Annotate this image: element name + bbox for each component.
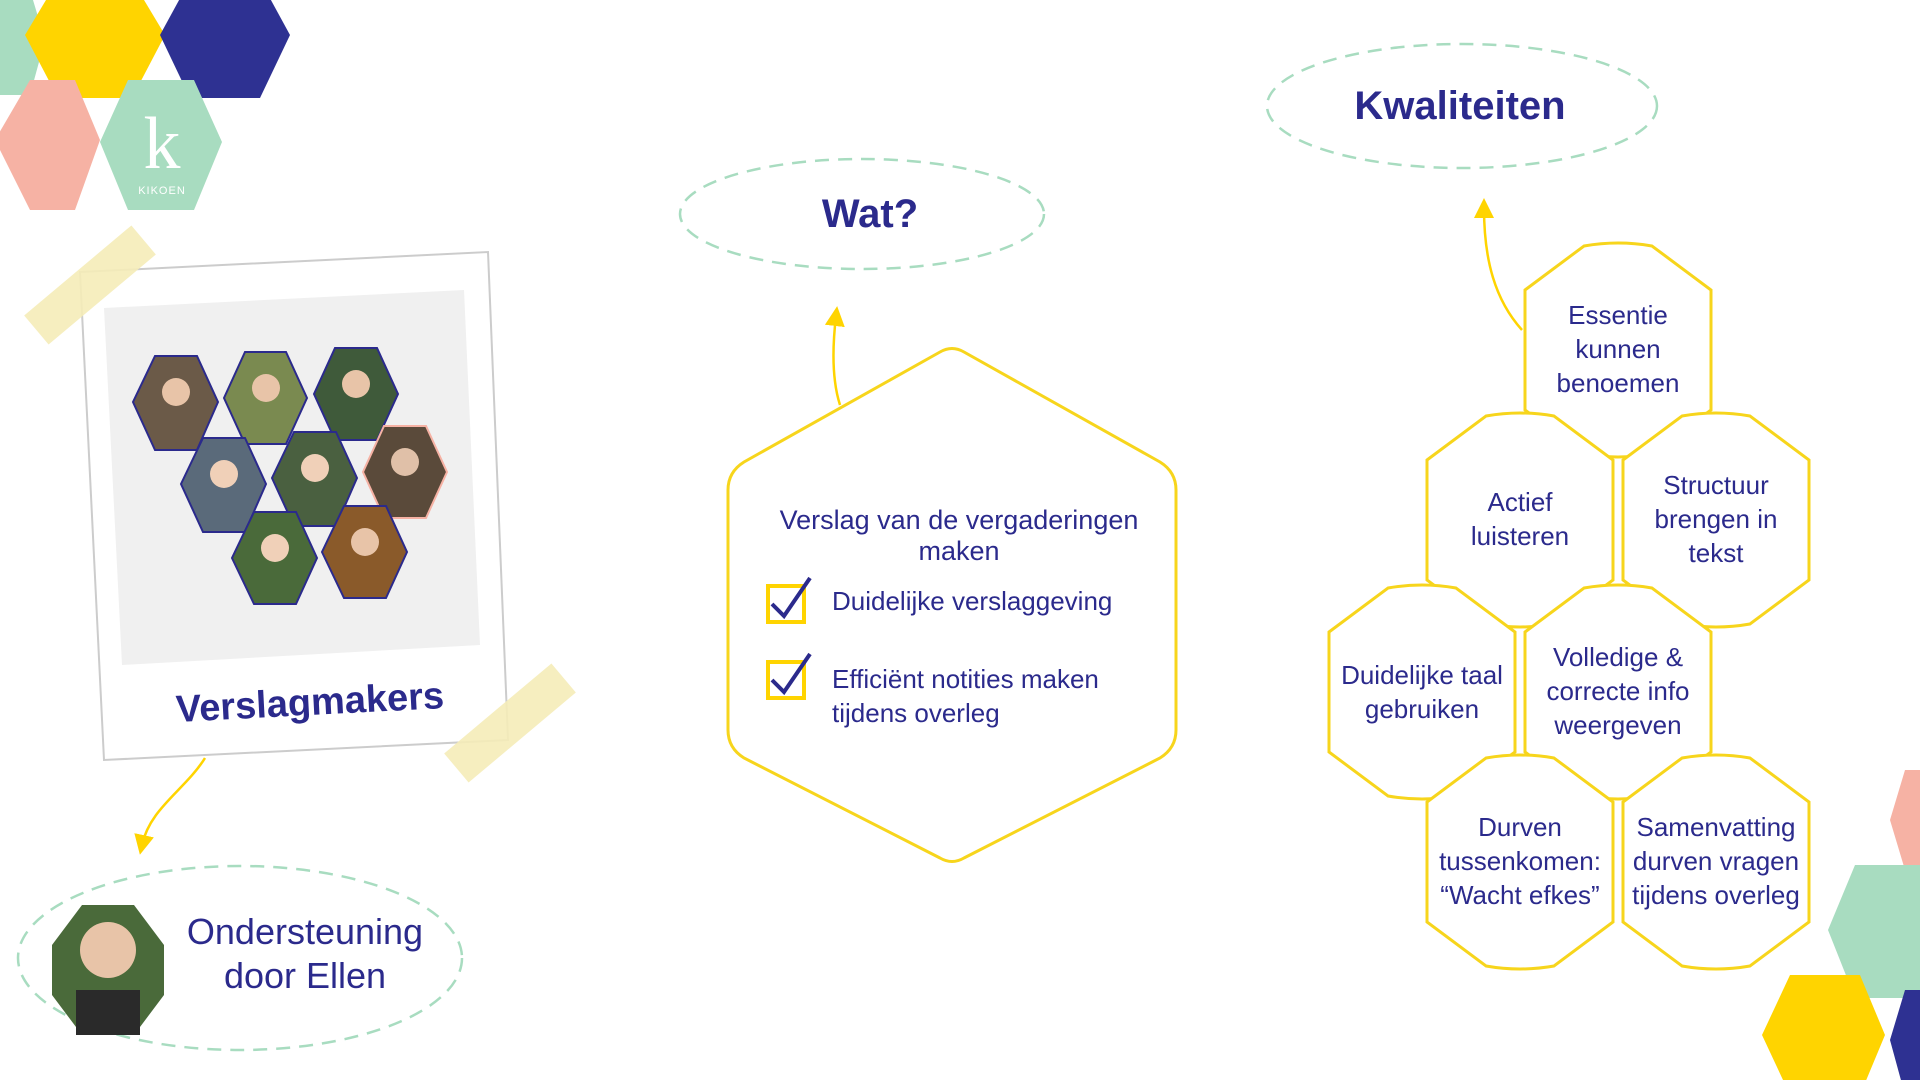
quality-hex-label: Duidelijke taal gebruiken (1329, 658, 1515, 726)
deco-hex-mint (1828, 865, 1920, 998)
deco-hex-navy (160, 0, 290, 98)
quality-line: “Wacht efkes” (1440, 880, 1600, 910)
wat-main-task: Verslag van de vergaderingen maken (779, 505, 1139, 566)
kwaliteiten-title: Kwaliteiten (1354, 84, 1566, 128)
quality-hex-label: Samenvatting durven vragen tijdens overl… (1628, 810, 1804, 912)
check-item-text: Efficiënt notities maken tijdens overleg (832, 662, 1152, 730)
top-left-hex-cluster: k KIKOEN (0, 0, 290, 210)
arrow-to-kwaliteiten (1474, 198, 1523, 331)
quality-line: gebruiken (1364, 694, 1480, 724)
quality-hex (1327, 583, 1517, 801)
deco-hex-navy (1890, 990, 1920, 1080)
quality-hex (1425, 753, 1615, 971)
quality-line: tekst (1688, 538, 1744, 568)
quality-line: brengen in (1654, 504, 1778, 534)
quality-line: Samenvatting (1636, 812, 1796, 842)
quality-hex-label: Actief luisteren (1437, 485, 1603, 553)
quality-line: tijdens overleg (1632, 880, 1800, 910)
checkbox-icon (766, 652, 812, 700)
deco-hex-salmon (1890, 770, 1920, 870)
quality-line: Volledige & (1552, 642, 1684, 672)
logo-letter: k (144, 103, 181, 185)
quality-line: correcte info (1546, 676, 1690, 706)
team-member-photo (222, 351, 309, 445)
checkbox-icon (766, 576, 812, 624)
quality-hex-label: Structuur brengen in tekst (1633, 468, 1799, 570)
quality-line: Duidelijke taal (1341, 660, 1503, 690)
logo-name: KIKOEN (138, 185, 186, 197)
logo-hex (100, 80, 222, 210)
quality-line: kunnen (1575, 334, 1661, 364)
deco-hex-yellow (1762, 975, 1885, 1080)
quality-line: Actief (1487, 487, 1553, 517)
quality-line: benoemen (1556, 368, 1680, 398)
team-member-photo (131, 355, 220, 451)
support-label-line: door Ellen (223, 955, 387, 996)
quality-hex (1621, 753, 1811, 971)
quality-line: luisteren (1470, 521, 1570, 551)
support-label: Ondersteuning door Ellen (180, 910, 430, 998)
tape-strip (444, 663, 576, 783)
team-member-photo (361, 425, 449, 519)
support-dashed-bubble (16, 864, 464, 1052)
wat-hexagon (726, 347, 1178, 863)
deco-hex-yellow (25, 0, 165, 98)
quality-line: durven vragen (1632, 846, 1800, 876)
quality-line: Structuur (1663, 470, 1769, 500)
support-label-line: Ondersteuning (186, 911, 424, 952)
check-item-line: Duidelijke verslaggeving (832, 586, 1113, 616)
check-item-text: Duidelijke verslaggeving (832, 584, 1152, 618)
arrow-to-wat (824, 306, 845, 406)
team-photo-collage (131, 347, 449, 605)
quality-hex-label: Essentie kunnen benoemen (1535, 298, 1701, 400)
kwaliteiten-dashed-bubble (1265, 42, 1659, 170)
wat-dashed-bubble (678, 157, 1046, 271)
quality-line: Essentie (1568, 300, 1668, 330)
tape-strip (24, 225, 156, 345)
quality-line: tussenkomen: (1439, 846, 1601, 876)
quality-hex-label: Volledige & correcte info weergeven (1535, 640, 1701, 742)
bottom-right-hex-cluster (1762, 770, 1920, 1080)
wat-title: Wat? (821, 192, 919, 236)
ellen-photo (52, 905, 164, 1035)
quality-line: Durven (1478, 812, 1562, 842)
quality-hex-label: Durven tussenkomen: “Wacht efkes” (1432, 810, 1608, 912)
check-item-line: tijdens overleg (832, 698, 1000, 728)
kikoen-logo: k KIKOEN (100, 80, 222, 210)
team-member-photo (320, 505, 409, 599)
quality-line: weergeven (1554, 710, 1682, 740)
quality-hex-grid (1327, 241, 1811, 971)
arrow-to-support (134, 757, 207, 855)
check-item-line: Efficiënt notities maken (832, 664, 1099, 694)
deco-hex-salmon (0, 80, 100, 210)
team-member-photo (230, 511, 319, 605)
